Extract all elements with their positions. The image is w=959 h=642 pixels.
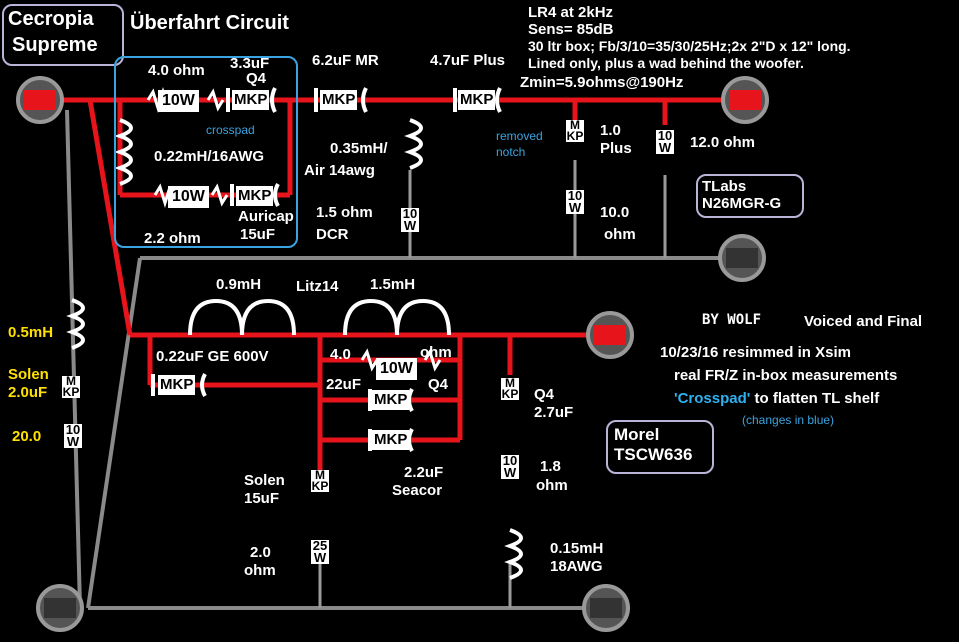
spec-lr4: LR4 at 2kHz [528,4,614,21]
label-plus: Plus [600,140,632,157]
label-c-2-2uf: 2.2uF [404,464,444,481]
resistor-10w-1-8: 10W [501,453,519,480]
label-q4-b: Q4 [534,386,555,403]
label-r-1-8: 1.8 [540,458,561,475]
note-crosspad: 'Crosspad' [674,390,751,407]
cap-mkp-22uf: MKP [372,390,410,410]
note-flatten: to flatten TL shelf [750,390,880,407]
label-r-12ohm: 12.0 ohm [690,134,756,151]
label-removed: removed [496,129,543,143]
label-l-1-5mh: 1.5mH [370,276,416,293]
label-seacor: Seacor [392,482,443,499]
label-dcr: DCR [316,226,349,243]
label-ohm-10: ohm [604,226,636,243]
woofer-plus-terminal [586,311,634,359]
label-auricap: Auricap [238,208,294,225]
label-l-0-5mh: 0.5mH [8,324,54,341]
circuit-title: Überfahrt Circuit [130,12,289,34]
label-c-6-2uf: 6.2uF MR [312,52,379,69]
label-c-2-7uf: 2.7uF [534,404,574,421]
label-r-20: 20.0 [12,428,42,445]
tweeter-minus-terminal [718,234,766,282]
label-c-15uf-woofer: 15uF [244,490,280,507]
label-c-4-7uf: 4.7uF Plus [430,52,506,69]
label-notch: notch [496,145,526,159]
note-date: 10/23/16 resimmed in Xsim [660,344,851,361]
spec-box: 30 ltr box; Fb/3/10=35/30/25Hz;2x 2"D x … [528,38,851,54]
note-changes: (changes in blue) [742,413,835,427]
woofer-minus-terminal [582,584,630,632]
cap-mkp-0-22uf: MKP [158,375,196,395]
resistor-10w-10ohm: 10W [566,188,584,215]
terminals [16,76,769,632]
cap-mkp-2-2uf: MKP [372,430,410,450]
cap-mkp-4-7uf: MKP [458,90,496,110]
cap-mkp-15uf-woofer: MKP [311,468,329,493]
label-c-22uf: 22uF [326,376,362,393]
spec-zmin: Zmin=5.9ohms@190Hz [520,74,684,91]
cap-mkp-3-3uf: MKP [232,90,270,110]
cap-mkp-2-0uf: MKP [62,374,80,399]
input-terminal [16,76,64,124]
label-air-14awg: Air 14awg [304,162,375,179]
resistor-10w-20ohm: 10W [64,422,82,449]
label-c-1-0: 1.0 [600,122,621,139]
tweeter-plus-terminal [721,76,769,124]
resistor-25w: 25W [311,538,329,565]
title-line2: Supreme [12,34,98,56]
spec-lined: Lined only, plus a wad behind the woofer… [528,55,804,71]
tweeter-driver-label: TLabs N26MGR-G [702,178,782,213]
resistor-10w-b: 10W [168,186,209,208]
label-c-0-22uf: 0.22uF GE 600V [156,348,269,365]
title-box [2,4,124,66]
title-line1: Cecropia [8,8,94,30]
label-solen: Solen [244,472,285,489]
label-l-0-9mh: 0.9mH [216,276,262,293]
label-c-15uf: 15uF [240,226,276,243]
label-q4-woofer: Q4 [428,376,449,393]
label-r-4ohm: 4.0 ohm [148,62,205,79]
label-crosspad: crosspad [206,123,255,137]
label-r-4-0: 4.0 [330,346,351,363]
label-l-0-35mh: 0.35mH/ [330,140,388,157]
resistor-10w-a: 10W [158,90,199,112]
woofer-driver-label: Morel TSCW636 [614,425,693,464]
label-c-3-3uf: 3.3uF [230,55,270,72]
cap-mkp-2-7uf: MKP [501,376,519,401]
tweeter-driver-box [696,174,804,218]
note-crosspad-line: 'Crosspad' to flatten TL shelf [674,390,879,407]
label-l-0-15mh: 0.15mH [550,540,604,557]
label-18awg: 18AWG [550,558,603,575]
resistor-10w-woofer: 10W [376,358,417,380]
woofer-driver-box [606,420,714,474]
cap-mkp-15uf: MKP [236,186,274,206]
cap-mkp-6-2uf: MKP [320,90,358,110]
label-l-0-22mh: 0.22mH/16AWG [154,148,265,165]
resistor-10w-12ohm: 10W [656,128,674,155]
note-real: real FR/Z in-box measurements [674,367,898,384]
resistor-10w-dcr: 10W [401,206,419,233]
label-ohm-4: ohm [420,344,452,361]
label-solen-left: Solen [8,366,49,383]
ground-wires [65,109,742,610]
note-voiced: Voiced and Final [804,313,923,330]
label-r-2-0: 2.0 [250,544,271,561]
input-ground-terminal [36,584,84,632]
label-c-2-0uf: 2.0uF [8,384,48,401]
crosspad-box [114,56,298,248]
label-r-2-2ohm: 2.2 ohm [144,230,201,247]
inductor-coils [66,118,523,580]
label-ohm-2: ohm [244,562,276,579]
cap-mkp-1-0uf: MKP [566,118,584,143]
label-litz14: Litz14 [296,278,339,295]
label-r-1-5ohm: 1.5 ohm [316,204,373,221]
label-q4: Q4 [246,70,267,87]
label-r-10ohm: 10.0 [600,204,630,221]
label-ohm-1-8: ohm [536,477,568,494]
spec-sens: Sens= 85dB [528,21,614,38]
author-signature: BY WOLF [702,312,762,328]
